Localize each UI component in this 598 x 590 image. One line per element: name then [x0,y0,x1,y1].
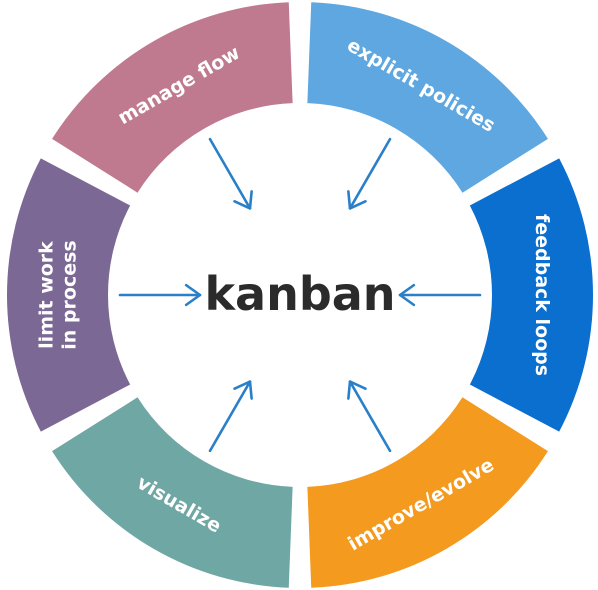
segment-limit-wip [6,158,131,432]
arrow-feedback-loops [398,283,482,307]
segment-feedback-loops [469,158,593,432]
segment-label-limit-wip: limit workin process [36,240,81,349]
segment-manage-flow [52,2,293,193]
arrow-improve-evolve [347,380,392,453]
center-arrows [118,137,482,453]
segment-explicit-policies [307,2,548,193]
arrow-visualize [208,380,253,453]
center-title: kanban [204,267,395,321]
arrow-manage-flow [208,137,253,210]
segment-improve-evolve [307,397,548,588]
segment-visualize [52,397,293,588]
arrow-explicit-policies [347,137,392,210]
segment-label-feedback-loops: feedback loops [531,214,553,376]
arrow-limit-wip [118,283,202,307]
